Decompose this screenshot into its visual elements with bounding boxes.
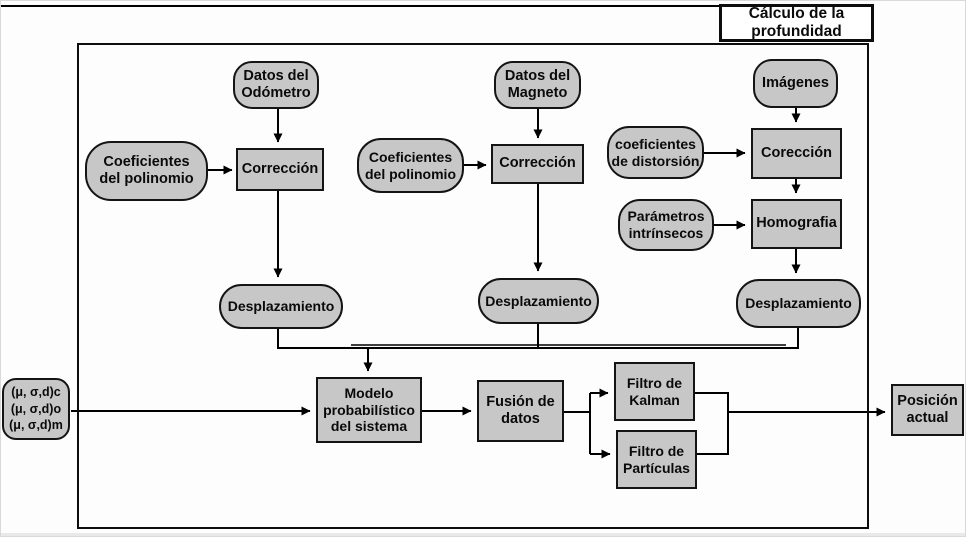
node-intrinsic-parameters-label: Parámetros intrínsecos [627, 208, 705, 241]
node-correction-left-label: Corrección [241, 160, 319, 177]
node-homography: Homografia [751, 199, 842, 249]
node-particle-filter-label: Filtro de Partículas [623, 442, 690, 476]
node-images: Imágenes [753, 59, 838, 108]
node-odometer-data-label: Datos del Odómetro [241, 67, 311, 101]
node-displacement-right: Desplazamiento [736, 279, 861, 328]
node-homography-label: Homografia [756, 215, 837, 232]
node-distortion-coefficients-label: coeficientes de distorsión [611, 135, 700, 169]
diagram-title-box: Cálculo de la profundidad [719, 4, 874, 42]
node-state-vectors: (μ, σ,d)c (μ, σ,d)o (μ, σ,d)m [2, 378, 70, 440]
node-kalman-filter-label: Filtro de Kalman [626, 374, 683, 408]
node-polynomial-coefficients-left-label: Coeficientes del polinomio [99, 153, 194, 187]
node-current-position: Posición actual [891, 384, 964, 436]
node-data-fusion-label: Fusión de datos [486, 393, 555, 427]
node-displacement-mid-label: Desplazamiento [485, 292, 592, 309]
node-displacement-left-label: Desplazamiento [227, 298, 335, 315]
node-magneto-data: Datos del Magneto [494, 61, 581, 109]
node-data-fusion: Fusión de datos [477, 380, 564, 442]
diagram-title: Cálculo de la profundidad [748, 5, 845, 40]
node-probabilistic-model: Modelo probabilístico del sistema [316, 377, 422, 443]
node-displacement-mid: Desplazamiento [478, 278, 599, 324]
node-correction-right: Corección [751, 128, 842, 179]
node-polynomial-coefficients-mid: Coeficientes del polinomio [357, 138, 464, 193]
node-polynomial-coefficients-mid-label: Coeficientes del polinomio [365, 148, 456, 182]
node-correction-mid: Corrección [491, 144, 584, 184]
diagram-frame [77, 43, 869, 529]
node-kalman-filter: Filtro de Kalman [614, 362, 695, 421]
node-images-label: Imágenes [762, 74, 829, 91]
node-current-position-label: Posición actual [897, 392, 958, 426]
node-magneto-data-label: Datos del Magneto [504, 67, 571, 101]
bottom-edge-strip [1, 533, 965, 536]
node-particle-filter: Filtro de Partículas [616, 430, 697, 489]
node-polynomial-coefficients-left: Coeficientes del polinomio [85, 141, 208, 201]
node-correction-right-label: Corección [761, 144, 832, 161]
node-correction-mid-label: Corrección [499, 155, 576, 172]
node-displacement-left: Desplazamiento [219, 284, 343, 329]
node-state-vectors-label: (μ, σ,d)c (μ, σ,d)o (μ, σ,d)m [9, 384, 63, 433]
node-odometer-data: Datos del Odómetro [233, 61, 319, 109]
node-displacement-right-label: Desplazamiento [745, 295, 852, 312]
node-probabilistic-model-label: Modelo probabilístico del sistema [323, 385, 415, 435]
node-intrinsic-parameters: Parámetros intrínsecos [618, 199, 714, 251]
node-distortion-coefficients: coeficientes de distorsión [607, 126, 704, 179]
node-correction-left: Corrección [236, 148, 324, 191]
